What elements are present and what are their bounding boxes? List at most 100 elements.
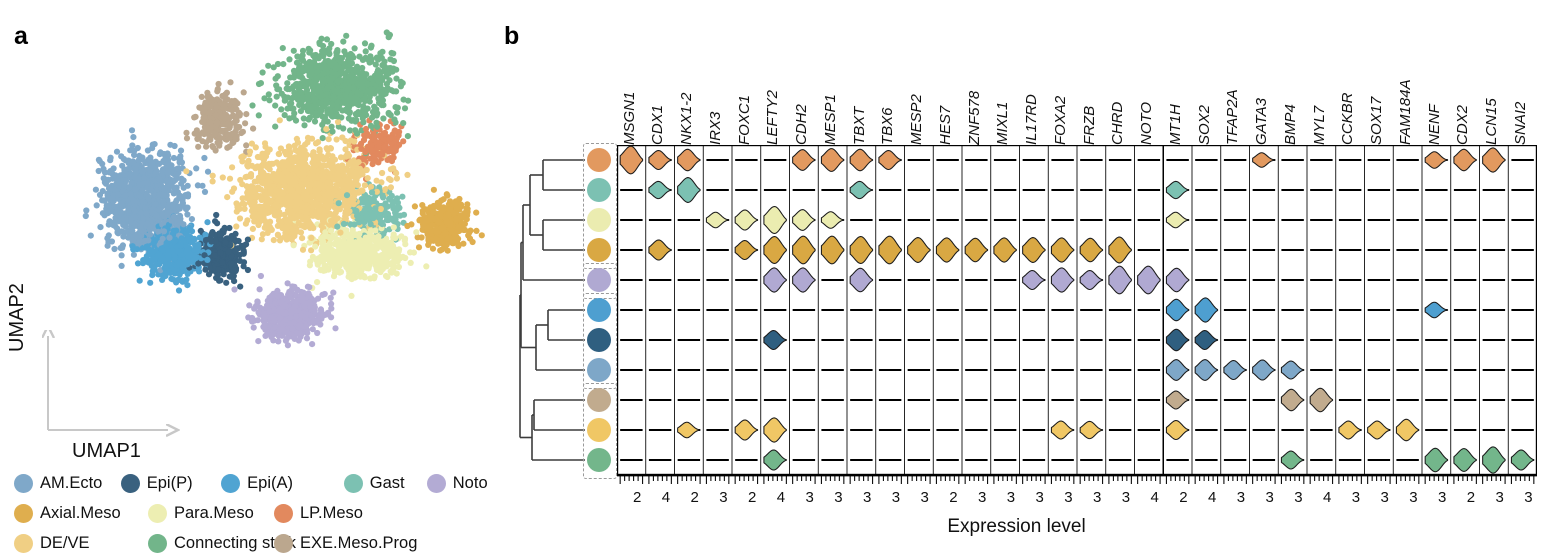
legend-label: Epi(A) bbox=[247, 473, 294, 492]
row-dot-exe-meso-prog[interactable] bbox=[587, 388, 611, 412]
gene-label-mt1h: MT1H bbox=[1166, 104, 1184, 145]
gene-label-lcn15: LCN15 bbox=[1483, 98, 1501, 145]
legend-label: Noto bbox=[452, 473, 488, 492]
legend-item-am-ecto[interactable]: AM.Ecto bbox=[14, 473, 117, 493]
legend-color-dot bbox=[426, 473, 446, 493]
gene-label-foxa2: FOXA2 bbox=[1051, 95, 1069, 145]
axis-tick-value: 3 bbox=[1351, 489, 1361, 506]
axis-tick-value: 2 bbox=[1179, 489, 1188, 506]
legend-item-lp-meso[interactable]: LP.Meso bbox=[274, 503, 424, 523]
gene-label-tbxt: TBXT bbox=[850, 106, 868, 145]
axis-tick-value: 4 bbox=[1207, 489, 1217, 506]
axis-tick-value: 3 bbox=[834, 489, 843, 506]
row-dot-gast[interactable] bbox=[587, 178, 611, 202]
legend-item-epi-p-[interactable]: Epi(P) bbox=[120, 473, 217, 493]
gene-label-nenf: NENF bbox=[1425, 104, 1443, 145]
legend-color-dot bbox=[274, 503, 293, 523]
gene-label-nkx1-2: NKX1-2 bbox=[678, 92, 696, 145]
legend-item-axial-meso[interactable]: Axial.Meso bbox=[14, 503, 144, 523]
axis-tick-value: 3 bbox=[1121, 489, 1131, 506]
legend-item-de-ve[interactable]: DE/VE bbox=[14, 533, 144, 553]
legend-row: AM.Ecto Epi(P) Epi(A) Gast Noto bbox=[14, 468, 494, 498]
legend-color-dot bbox=[14, 533, 33, 553]
axis-tick-value: 3 bbox=[1265, 489, 1274, 506]
gene-label-cdx2: CDX2 bbox=[1454, 104, 1472, 145]
axis-tick-value: 3 bbox=[1380, 489, 1389, 506]
umap-scatter-plot bbox=[82, 29, 485, 349]
legend-item-connecting-stalk[interactable]: Connecting stalk bbox=[148, 533, 296, 553]
legend-item-gast[interactable]: Gast bbox=[343, 473, 423, 493]
gene-label-mixl1: MIXL1 bbox=[994, 101, 1012, 145]
gene-label-znf578: ZNF578 bbox=[965, 90, 983, 145]
gene-label-msgn1: MSGN1 bbox=[620, 91, 638, 145]
gene-label-cckbr: CCKBR bbox=[1339, 92, 1357, 145]
axis-tick-value: 2 bbox=[1466, 489, 1476, 506]
legend-item-noto[interactable]: Noto bbox=[426, 473, 490, 493]
legend-label: LP.Meso bbox=[300, 503, 363, 522]
gene-label-myl7: MYL7 bbox=[1310, 105, 1328, 145]
row-dot-noto[interactable] bbox=[587, 268, 611, 292]
axis-tick-value: 3 bbox=[1236, 489, 1246, 506]
expression-level-label: Expression level bbox=[947, 516, 1086, 537]
axis-tick-value: 3 bbox=[977, 489, 987, 506]
legend-color-dot bbox=[148, 533, 167, 553]
axis-tick-value: 3 bbox=[920, 489, 929, 506]
row-dot-de-ve[interactable] bbox=[587, 418, 611, 442]
gene-label-bmp4: BMP4 bbox=[1281, 104, 1299, 145]
gene-label-cdx1: CDX1 bbox=[649, 104, 667, 145]
axis-tick-value: 4 bbox=[776, 489, 786, 506]
legend-color-dot bbox=[274, 533, 293, 553]
legend-color-dot bbox=[14, 503, 33, 523]
legend-label: Epi(P) bbox=[146, 473, 193, 492]
gene-label-tbx6: TBX6 bbox=[879, 107, 897, 145]
gene-label-tfap2a: TFAP2A bbox=[1224, 89, 1242, 145]
legend-color-dot bbox=[221, 473, 241, 493]
row-color-dots bbox=[583, 143, 617, 479]
axis-tick-value: 4 bbox=[1150, 489, 1159, 506]
umap2-axis-label: UMAP2 bbox=[6, 283, 28, 352]
violin-grid bbox=[617, 145, 1537, 475]
legend-row: Axial.Meso Para.Meso LP.Meso bbox=[14, 498, 494, 528]
row-dot-para-meso[interactable] bbox=[587, 208, 611, 232]
gene-label-snai2: SNAI2 bbox=[1511, 101, 1529, 145]
axis-tick-marks bbox=[617, 475, 1537, 484]
row-dot-am-ecto[interactable] bbox=[587, 358, 611, 382]
axis-tick-value: 4 bbox=[1322, 489, 1332, 506]
axis-tick-value: 3 bbox=[1409, 489, 1418, 506]
legend-color-dot bbox=[14, 473, 33, 493]
axis-tick-value: 3 bbox=[1437, 489, 1447, 506]
gene-label-frzb: FRZB bbox=[1080, 105, 1098, 145]
row-dot-connecting-stalk[interactable] bbox=[587, 448, 611, 472]
axis-tick-value: 3 bbox=[1035, 489, 1044, 506]
legend-color-dot bbox=[120, 473, 140, 493]
legend-item-para-meso[interactable]: Para.Meso bbox=[148, 503, 270, 523]
axis-tick-value: 3 bbox=[862, 489, 872, 506]
row-dot-epi-a-[interactable] bbox=[587, 298, 611, 322]
umap1-axis-label: UMAP1 bbox=[72, 440, 141, 462]
gene-label-foxc1: FOXC1 bbox=[735, 94, 753, 145]
row-group-box bbox=[583, 383, 617, 479]
gene-label-cdh2: CDH2 bbox=[793, 104, 811, 145]
axis-tick-value: 3 bbox=[1495, 489, 1504, 506]
gene-label-sox17: SOX17 bbox=[1368, 96, 1386, 145]
legend-item-exe-meso-prog[interactable]: EXE.Meso.Prog bbox=[274, 533, 424, 553]
legend-item-epi-a-[interactable]: Epi(A) bbox=[221, 473, 340, 493]
axis-tick-value: 3 bbox=[1006, 489, 1016, 506]
gene-label-fam184a: FAM184A bbox=[1396, 79, 1414, 145]
legend-color-dot bbox=[148, 503, 167, 523]
row-dot-axial-meso[interactable] bbox=[587, 238, 611, 262]
gene-label-mesp2: MESP2 bbox=[908, 94, 926, 145]
row-dot-epi-p-[interactable] bbox=[587, 328, 611, 352]
gene-label-mesp1: MESP1 bbox=[821, 94, 839, 145]
axis-tick-value: 3 bbox=[1294, 489, 1303, 506]
axis-tick-value: 2 bbox=[747, 489, 757, 506]
legend-label: Para.Meso bbox=[174, 503, 254, 522]
row-dot-lp-meso[interactable] bbox=[587, 148, 611, 172]
legend-label: Axial.Meso bbox=[40, 503, 121, 522]
gene-label-noto: NOTO bbox=[1138, 101, 1156, 145]
